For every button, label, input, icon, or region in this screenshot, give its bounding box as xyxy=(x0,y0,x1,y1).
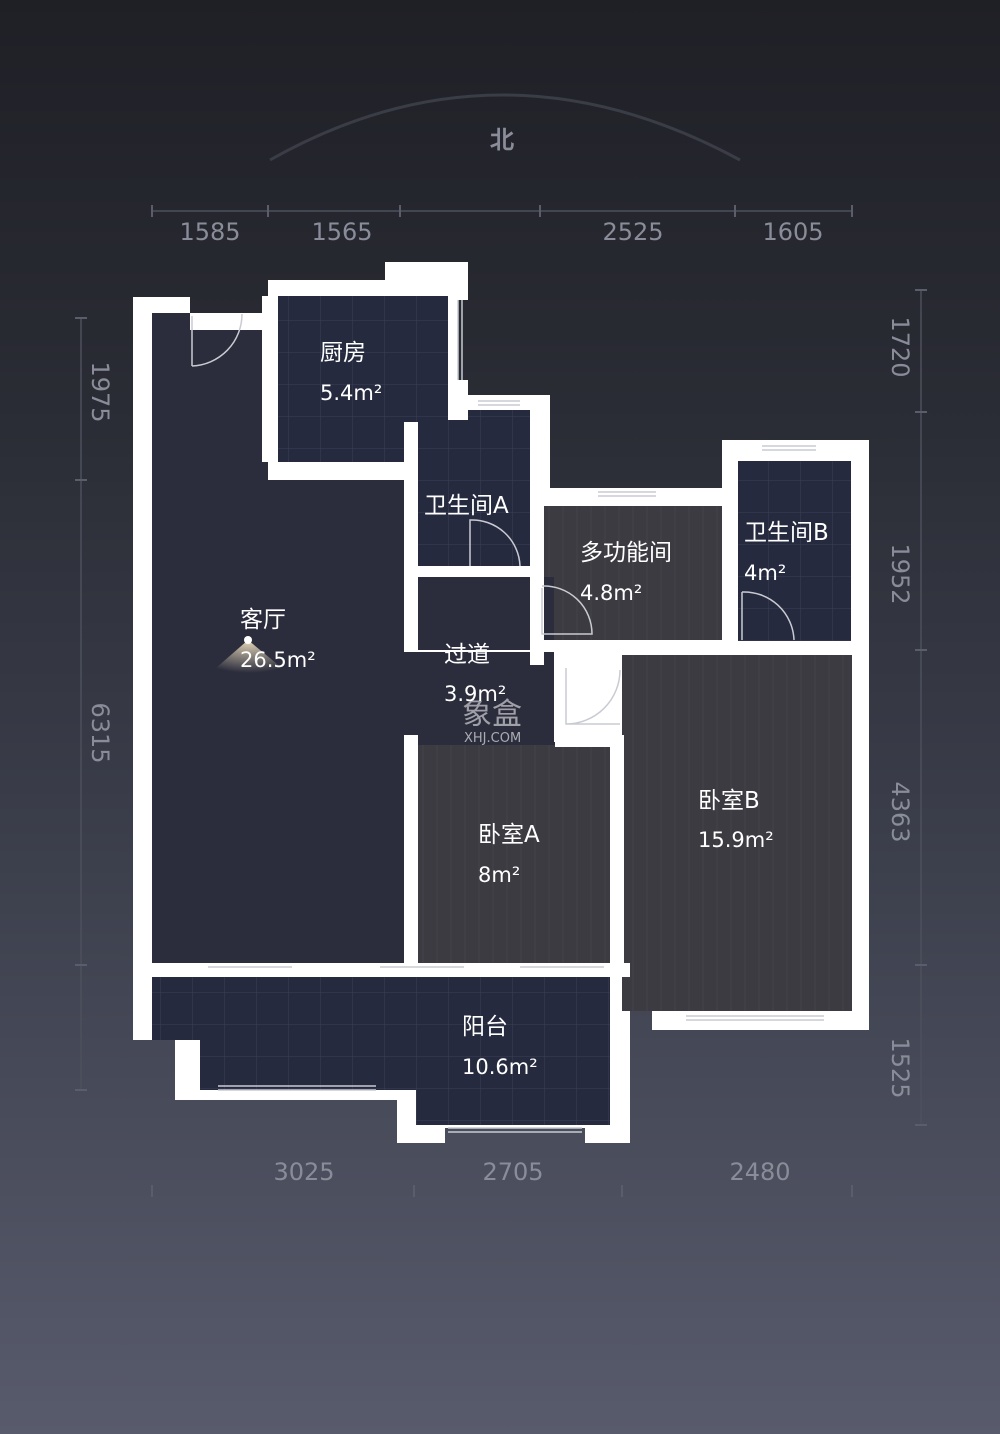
dim-top-1: 1585 xyxy=(179,218,240,246)
bedroom-b-floor xyxy=(622,655,852,1011)
multi-room-area: 4.8m² xyxy=(580,581,642,605)
kitchen-area: 5.4m² xyxy=(320,381,382,405)
bedroom-b-name: 卧室B xyxy=(698,788,760,814)
dim-top-3: 2525 xyxy=(602,218,663,246)
dim-bottom-2: 2705 xyxy=(482,1158,543,1186)
bath-b-floor xyxy=(737,461,851,641)
multi-room-floor xyxy=(542,506,724,640)
corridor-name: 过道 xyxy=(444,642,490,668)
bedroom-a-area: 8m² xyxy=(478,863,520,887)
multi-room-name: 多功能间 xyxy=(580,540,672,566)
balcony-area: 10.6m² xyxy=(462,1055,538,1079)
dim-right-1: 1720 xyxy=(886,316,914,377)
watermark-site: XHJ.COM xyxy=(464,731,521,746)
dim-left-2: 6315 xyxy=(86,702,114,763)
balcony-name: 阳台 xyxy=(462,1014,508,1040)
balcony-floor xyxy=(152,977,610,1125)
camera-marker-icon[interactable] xyxy=(216,636,282,673)
bath-b-name: 卫生间B xyxy=(744,520,829,546)
bath-a-name: 卫生间A xyxy=(424,493,509,519)
dim-right-4: 1525 xyxy=(886,1037,914,1098)
dim-top-2: 1565 xyxy=(311,218,372,246)
bath-a-floor xyxy=(416,410,532,566)
watermark-logo: 象盒 xyxy=(462,697,522,732)
dim-left-1: 1975 xyxy=(86,361,114,422)
interior-walls xyxy=(152,296,851,977)
bedroom-b-area: 15.9m² xyxy=(698,828,774,852)
bath-b-area: 4m² xyxy=(744,561,786,585)
kitchen-name: 厨房 xyxy=(320,340,366,366)
north-label: 北 xyxy=(490,126,514,154)
bedroom-a-name: 卧室A xyxy=(478,822,540,848)
dim-bottom-3: 2480 xyxy=(729,1158,790,1186)
windows xyxy=(208,300,824,1133)
doors xyxy=(191,313,795,725)
corridor-area: 3.9m² xyxy=(444,682,506,706)
dim-right-2: 1952 xyxy=(886,543,914,604)
dimension-lines xyxy=(75,205,927,1197)
compass-arc xyxy=(269,93,741,162)
dim-top-4: 1605 xyxy=(762,218,823,246)
living-room-name: 客厅 xyxy=(240,607,286,633)
dim-bottom-1: 3025 xyxy=(273,1158,334,1186)
dim-right-3: 4363 xyxy=(886,781,914,842)
living-room-area: 26.5m² xyxy=(240,648,316,672)
bedroom-a-floor xyxy=(416,745,610,963)
